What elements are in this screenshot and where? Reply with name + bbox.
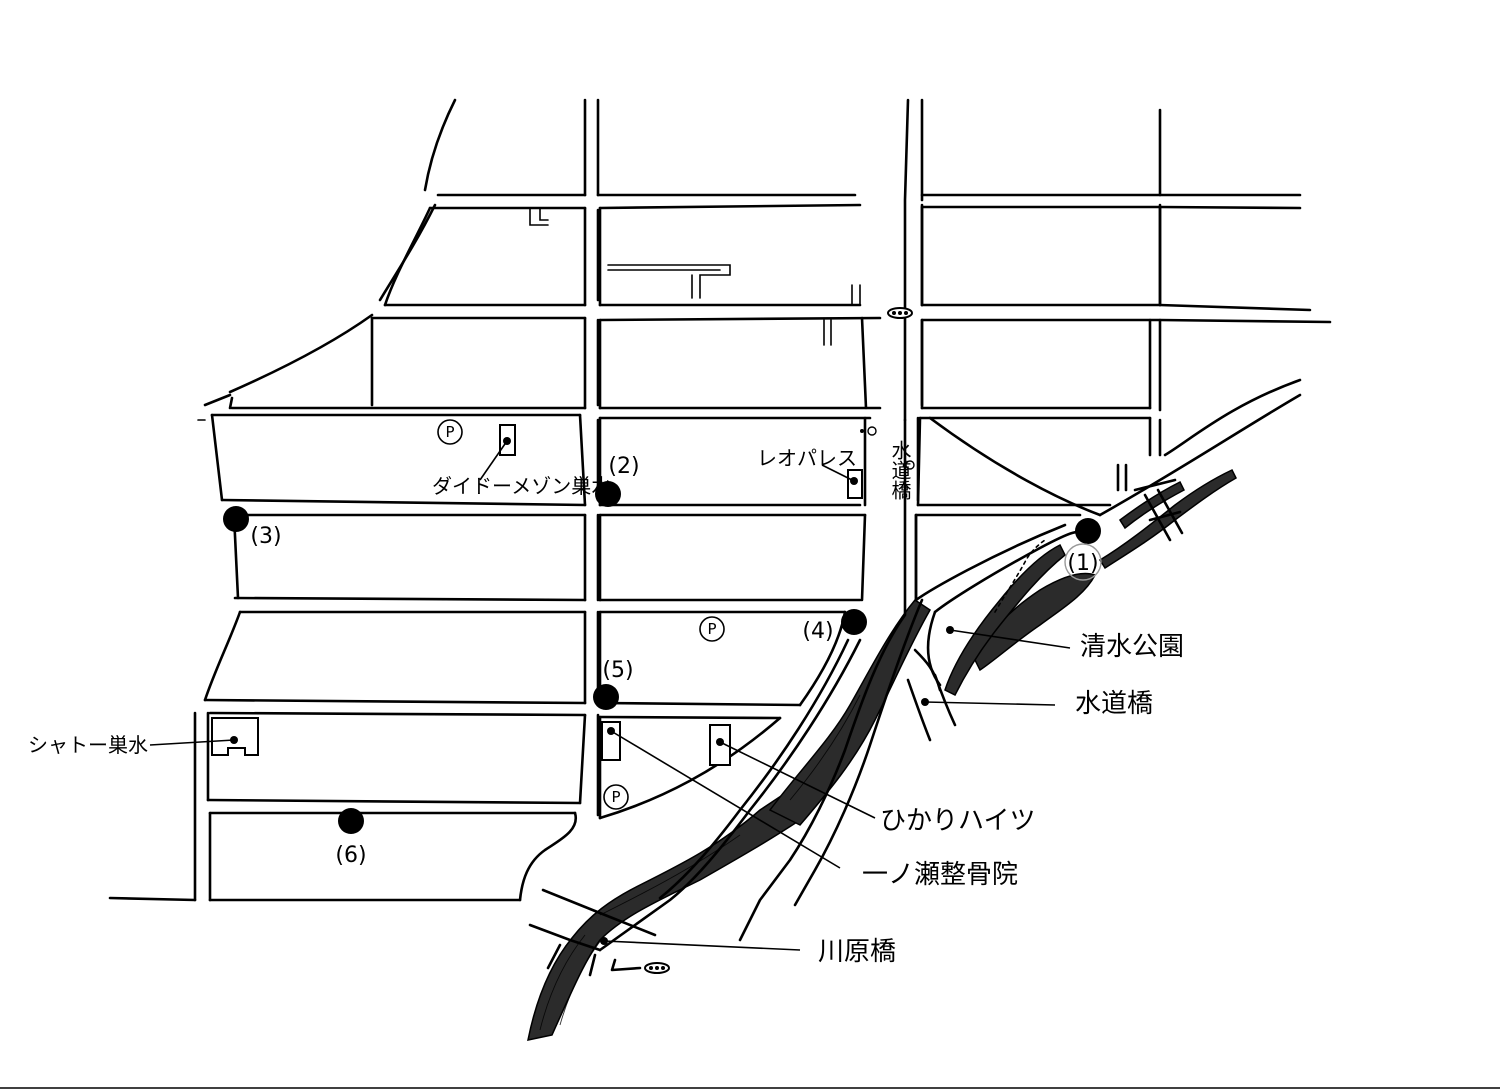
chateau-label: シャトー巣水 [28, 733, 148, 757]
point-5-label: (5) [602, 658, 633, 683]
point-4-label: (4) [802, 619, 833, 644]
leopalace-label: レオパレス [757, 446, 857, 470]
parking-mark-1: P [437, 419, 463, 445]
parking-letter: P [707, 620, 716, 638]
park-path [994, 539, 1046, 613]
point-2-label: (2) [608, 454, 639, 479]
point-3-label: (3) [250, 524, 281, 549]
point-6-label: (6) [335, 843, 366, 868]
suidobashi-label: 水道橋 [1075, 689, 1153, 719]
hikari-heights-label: ひかりハイツ [880, 806, 1035, 836]
parking-mark-2: P [699, 616, 725, 642]
parking-mark-3: P [603, 784, 629, 810]
parking-letter: P [611, 788, 620, 806]
point-4: (4) [802, 609, 867, 644]
parking-letter: P [445, 423, 454, 441]
roads [108, 98, 1332, 977]
shimizu-park-label: 清水公園 [1080, 632, 1184, 662]
point-5: (5) [593, 658, 634, 710]
river [527, 469, 1237, 1041]
car-symbols [644, 307, 913, 974]
daido-maison-label: ダイドーメゾン巣水 [432, 474, 611, 498]
point-3: (3) [223, 506, 282, 549]
buildings [211, 424, 863, 766]
point-1: (1) [1064, 518, 1102, 581]
ichinose-label: 一ノ瀬整骨院 [862, 860, 1018, 890]
ichinose-building [601, 721, 621, 761]
point-6: (6) [335, 808, 367, 868]
point-2: (2) [595, 454, 640, 507]
kawarabashi-label: 川原橋 [818, 937, 896, 967]
point-1-label: (1) [1067, 551, 1098, 576]
suidobashi-vertical-label: 水道橋 [860, 426, 915, 501]
suidobashi-vertical-text: 水道橋 [888, 440, 912, 501]
